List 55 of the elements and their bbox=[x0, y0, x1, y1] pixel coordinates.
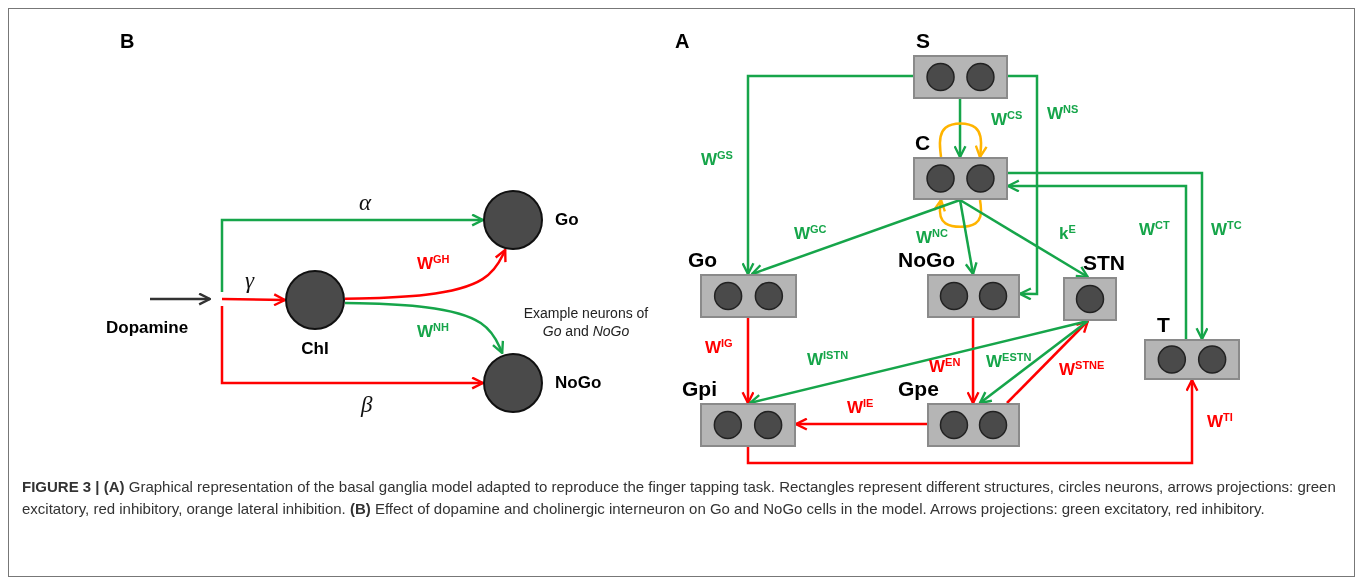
edge-label: γ bbox=[244, 268, 256, 293]
arrow bbox=[741, 318, 755, 405]
node-label: C bbox=[915, 132, 931, 153]
edge-label: W$^{ESTN}$ bbox=[985, 352, 1033, 371]
edge-label: W$^{NH}$ bbox=[416, 322, 450, 341]
note-text: Example neurons of Go and NoGo bbox=[522, 304, 650, 340]
edge-label: W$^{TC}$ bbox=[1210, 220, 1243, 239]
arrow bbox=[1006, 319, 1090, 404]
figure-caption: FIGURE 3 | (A) Graphical representation of the basal ganglia model adapted to reproduce the finger tapping task. Rectangles represent different structures, circles neurons, arrows projections: green excitatory, red inhibitory, orange lateral inhibition. (B) Effect of dopamine and cholinergic interneuron on Go and NoGo cells in the model. Arrows projections: green excitatory, red inhibitory. bbox=[22, 477, 1337, 519]
edge-label: W$^{GS}$ bbox=[700, 150, 734, 169]
node-label: S bbox=[916, 30, 930, 51]
arrow bbox=[978, 320, 1089, 405]
panel-label: B bbox=[120, 30, 135, 53]
arrow bbox=[221, 293, 287, 307]
edge-label: W$^{NC}$ bbox=[915, 228, 949, 247]
node-label: Go bbox=[555, 211, 579, 228]
arrow bbox=[932, 198, 983, 229]
arrow bbox=[966, 318, 980, 405]
arrow bbox=[344, 301, 505, 355]
edge-label: W$^{IE}$ bbox=[846, 398, 875, 417]
edge-label: β bbox=[360, 392, 374, 417]
arrow bbox=[1008, 171, 1209, 341]
node-label: Gpe bbox=[898, 378, 939, 399]
arrow bbox=[958, 199, 978, 276]
edge-label: α bbox=[358, 190, 373, 215]
edge-label: W$^{NS}$ bbox=[1046, 104, 1080, 123]
arrow bbox=[741, 74, 913, 276]
edge-label: W$^{IG}$ bbox=[704, 338, 734, 357]
node-label: Gpi bbox=[682, 378, 717, 399]
node-label: T bbox=[1157, 314, 1170, 335]
edge-label: W$^{ISTN}$ bbox=[806, 350, 850, 369]
node-label: Go bbox=[688, 249, 718, 270]
edge-label: W$^{GH}$ bbox=[416, 254, 451, 273]
edge-label: W$^{CT}$ bbox=[1138, 220, 1171, 239]
arrow bbox=[746, 378, 1199, 465]
edge-label: W$^{EN}$ bbox=[928, 357, 962, 376]
edge-label: W$^{GC}$ bbox=[793, 224, 828, 243]
node-label: ChI bbox=[300, 340, 330, 357]
arrow bbox=[953, 99, 967, 159]
edge-label: W$^{CS}$ bbox=[990, 110, 1024, 129]
node-label: NoGo bbox=[555, 374, 602, 391]
node-label: STN bbox=[1083, 252, 1125, 273]
node-label: NoGo bbox=[898, 249, 956, 270]
panel-label: A bbox=[675, 30, 690, 53]
edge-label: k$^{E}$ bbox=[1058, 224, 1077, 243]
edge-label: W$^{STNE}$ bbox=[1058, 360, 1106, 379]
arrow bbox=[344, 248, 507, 301]
arrow bbox=[938, 122, 988, 159]
arrow bbox=[220, 213, 485, 292]
arrow bbox=[959, 198, 1090, 279]
arrow bbox=[1008, 74, 1039, 301]
edge-label: W$^{TI}$ bbox=[1206, 412, 1234, 431]
arrow bbox=[750, 198, 961, 277]
arrow bbox=[220, 306, 485, 390]
node-label: Dopamine bbox=[106, 319, 189, 336]
